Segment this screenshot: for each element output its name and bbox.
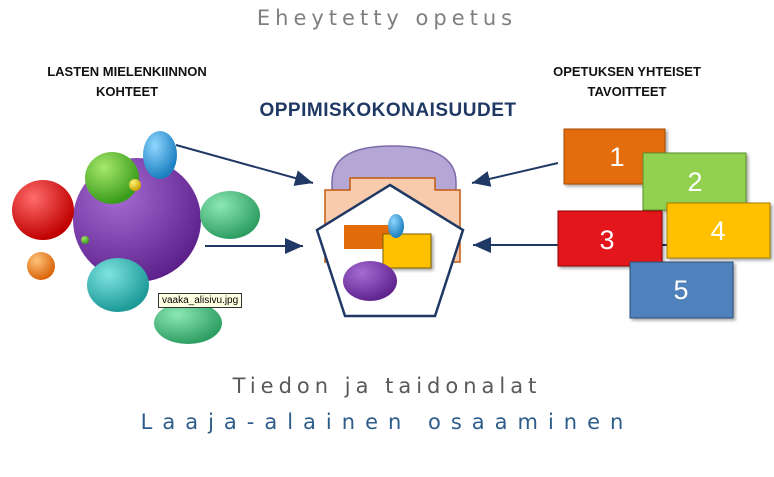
- learning-entity-figure: [315, 145, 465, 318]
- arrow-goals-top: [471, 162, 559, 187]
- bubble-mint: [200, 191, 260, 239]
- bubble-blue-small: [143, 131, 177, 179]
- bubble-yellow-tiny: [129, 179, 141, 191]
- right-heading: OPETUKSEN YHTEISET TAVOITTEET: [527, 62, 727, 102]
- goal-block-5: 5: [629, 261, 734, 319]
- goal-block-3-label: 3: [599, 225, 614, 255]
- goal-block-4-label: 4: [710, 216, 725, 246]
- goal-block-5-label: 5: [673, 275, 688, 305]
- left-heading-line1: LASTEN MIELENKIINNON: [47, 64, 207, 79]
- goal-block-4-rect: [666, 202, 771, 259]
- image-tooltip: vaaka_alisivu.jpg: [158, 293, 243, 308]
- center-heading: OPPIMISKOKONAISUUDET: [259, 100, 517, 121]
- goal-block-1-label: 1: [609, 142, 624, 172]
- goal-block-2-rect: [642, 152, 747, 211]
- goal-block-5-rect: [629, 261, 734, 319]
- inner-blue-drop: [388, 214, 404, 238]
- bubble-green: [85, 152, 139, 204]
- bottom-line-competence: Laaja-alainen osaaminen: [140, 410, 634, 434]
- bubble-red: [12, 180, 74, 240]
- arrow-bubbles-top: [175, 144, 314, 186]
- bubble-dot: [81, 236, 89, 244]
- bubble-orange: [27, 252, 55, 280]
- goal-block-3-rect: [557, 210, 663, 267]
- bottom-line-subjects: Tiedon ja taidonalat: [232, 374, 542, 398]
- goal-block-3: 3: [557, 210, 663, 267]
- goal-block-4: 4: [666, 202, 771, 259]
- right-heading-line1: OPETUKSEN YHTEISET: [553, 64, 701, 79]
- goal-block-2-label: 2: [687, 167, 702, 197]
- interest-bubbles: [12, 131, 260, 344]
- goal-blocks: 1 2 3 4 5: [557, 128, 771, 319]
- diagram-title: Eheytetty opetus: [256, 6, 518, 30]
- left-heading: LASTEN MIELENKIINNON KOHTEET: [18, 62, 236, 102]
- goal-block-2: 2: [642, 152, 747, 211]
- left-heading-line2: KOHTEET: [95, 84, 159, 99]
- right-heading-line2: TAVOITTEET: [587, 84, 667, 99]
- inner-purple-ellipse: [343, 261, 397, 301]
- inner-yellow-block: [382, 233, 432, 269]
- bubble-teal: [87, 258, 149, 312]
- bubble-green-bottom: [154, 302, 222, 344]
